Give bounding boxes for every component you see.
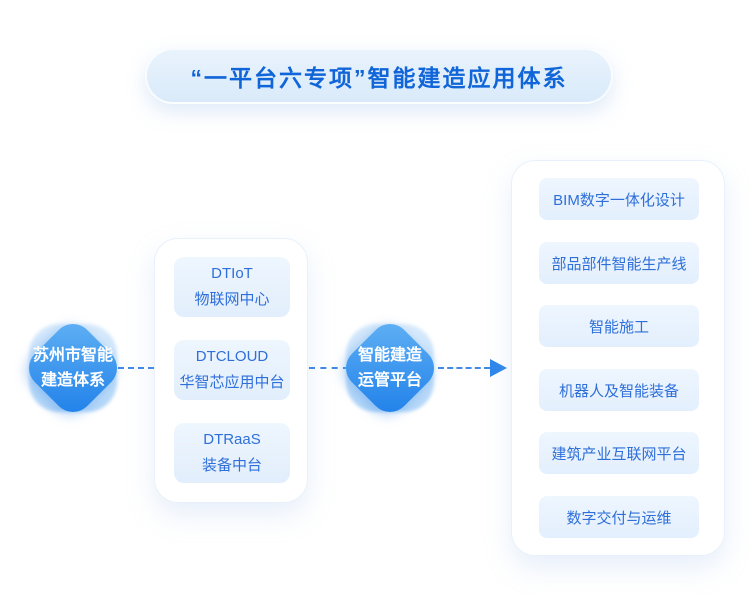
- special-item-label: 机器人及智能装备: [558, 382, 679, 400]
- node-label: 苏州市智能 建造体系: [18, 313, 128, 423]
- node-operation-platform: 智能建造 运管平台: [335, 313, 445, 423]
- title-banner: “一平台六专项”智能建造应用体系: [145, 48, 613, 104]
- platform-item-cn: 华智芯应用中台: [179, 374, 285, 391]
- special-item-smart-construction: 智能施工: [539, 305, 699, 347]
- special-item-label: 部品部件智能生产线: [551, 255, 687, 273]
- platform-item-en: DTIoT: [211, 265, 253, 282]
- connector-middle-dashed-line: [309, 367, 349, 369]
- special-item-label: 智能施工: [588, 318, 649, 336]
- platform-card: DTIoT 物联网中心 DTCLOUD 华智芯应用中台 DTRaaS 装备中台: [154, 238, 308, 503]
- node-suzhou-system: 苏州市智能 建造体系: [18, 313, 128, 423]
- specials-card: BIM数字一体化设计 部品部件智能生产线 智能施工 机器人及智能装备 建筑产业互…: [511, 160, 725, 556]
- special-item-digital-delivery: 数字交付与运维: [539, 496, 699, 538]
- platform-item-dtraas: DTRaaS 装备中台: [174, 423, 290, 483]
- special-item-industry-internet: 建筑产业互联网平台: [539, 432, 699, 474]
- node-label: 智能建造 运管平台: [335, 313, 445, 423]
- platform-item-en: DTCLOUD: [195, 348, 269, 365]
- special-item-robots-equipment: 机器人及智能装备: [539, 369, 699, 411]
- connector-left-dashed-line: [118, 367, 154, 369]
- platform-item-en: DTRaaS: [203, 431, 261, 448]
- special-item-bim-design: BIM数字一体化设计: [539, 178, 699, 220]
- node-label-line1: 智能建造: [357, 347, 422, 364]
- node-label-line2: 运管平台: [357, 372, 422, 389]
- special-item-label: BIM数字一体化设计: [553, 191, 685, 209]
- platform-item-dtcloud: DTCLOUD 华智芯应用中台: [174, 340, 290, 400]
- platform-item-cn: 装备中台: [201, 457, 262, 474]
- connector-right-dashed-line: [438, 367, 490, 369]
- special-item-label: 数字交付与运维: [566, 509, 672, 527]
- platform-item-dtiot: DTIoT 物联网中心: [174, 257, 290, 317]
- node-label-line1: 苏州市智能: [32, 347, 113, 364]
- platform-item-cn: 物联网中心: [194, 291, 270, 308]
- special-item-smart-production-line: 部品部件智能生产线: [539, 242, 699, 284]
- page-title: “一平台六专项”智能建造应用体系: [190, 65, 568, 91]
- special-item-label: 建筑产业互联网平台: [551, 445, 687, 463]
- arrow-right-icon: [490, 359, 507, 377]
- node-label-line2: 建造体系: [40, 372, 105, 389]
